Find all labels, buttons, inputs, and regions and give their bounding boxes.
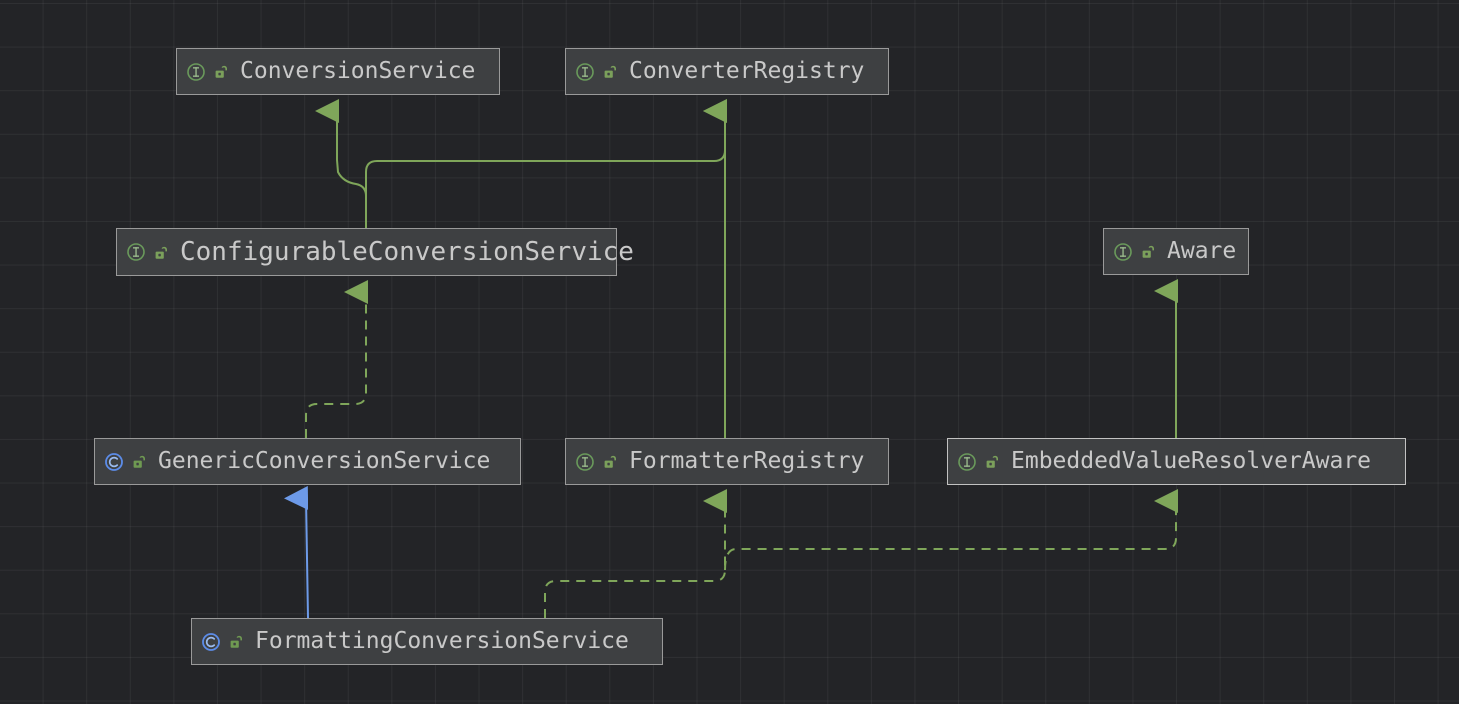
interface-icon xyxy=(575,452,595,472)
uml-node-formatting-conversion-service[interactable]: FormattingConversionService xyxy=(191,618,663,665)
uml-node-label: Aware xyxy=(1167,238,1237,264)
unlock-icon xyxy=(1141,243,1157,260)
interface-icon xyxy=(1113,242,1133,262)
interface-icon xyxy=(575,62,595,82)
uml-node-embedded-value-resolver-aware[interactable]: EmbeddedValueResolverAware xyxy=(947,438,1406,485)
uml-node-label: FormatterRegistry xyxy=(629,448,865,474)
unlock-icon xyxy=(229,633,245,650)
uml-node-label: FormattingConversionService xyxy=(255,628,629,654)
unlock-icon xyxy=(132,453,148,470)
edge-generic-to-configurable[interactable] xyxy=(305,280,368,438)
uml-node-aware[interactable]: Aware xyxy=(1103,228,1249,275)
edge-config-to-conversionservice[interactable] xyxy=(315,99,367,228)
edge-config-to-converterregistry[interactable] xyxy=(365,99,727,228)
uml-node-label: GenericConversionService xyxy=(158,448,491,474)
edge-formatting-to-embedded[interactable] xyxy=(724,489,1178,571)
uml-node-conversion-service[interactable]: ConversionService xyxy=(176,48,500,95)
uml-node-label: ConfigurableConversionService xyxy=(180,237,634,267)
unlock-icon xyxy=(603,453,619,470)
unlock-icon xyxy=(985,453,1001,470)
uml-node-label: ConverterRegistry xyxy=(629,58,865,84)
interface-icon xyxy=(126,242,146,262)
class-icon xyxy=(201,632,221,652)
class-icon xyxy=(104,452,124,472)
edge-formatting-to-generic[interactable] xyxy=(284,485,309,619)
unlock-icon xyxy=(214,63,230,80)
uml-node-label: EmbeddedValueResolverAware xyxy=(1011,448,1372,474)
interface-icon xyxy=(186,62,206,82)
edge-formatting-to-formatterregistry[interactable] xyxy=(544,489,727,618)
unlock-icon xyxy=(154,244,170,261)
uml-node-label: ConversionService xyxy=(240,58,476,84)
uml-node-configurable-conversion-service[interactable]: ConfigurableConversionService xyxy=(116,228,634,276)
uml-node-formatter-registry[interactable]: FormatterRegistry xyxy=(565,438,889,485)
uml-node-generic-conversion-service[interactable]: GenericConversionService xyxy=(94,438,521,485)
interface-icon xyxy=(957,452,977,472)
uml-node-converter-registry[interactable]: ConverterRegistry xyxy=(565,48,889,95)
unlock-icon xyxy=(603,63,619,80)
